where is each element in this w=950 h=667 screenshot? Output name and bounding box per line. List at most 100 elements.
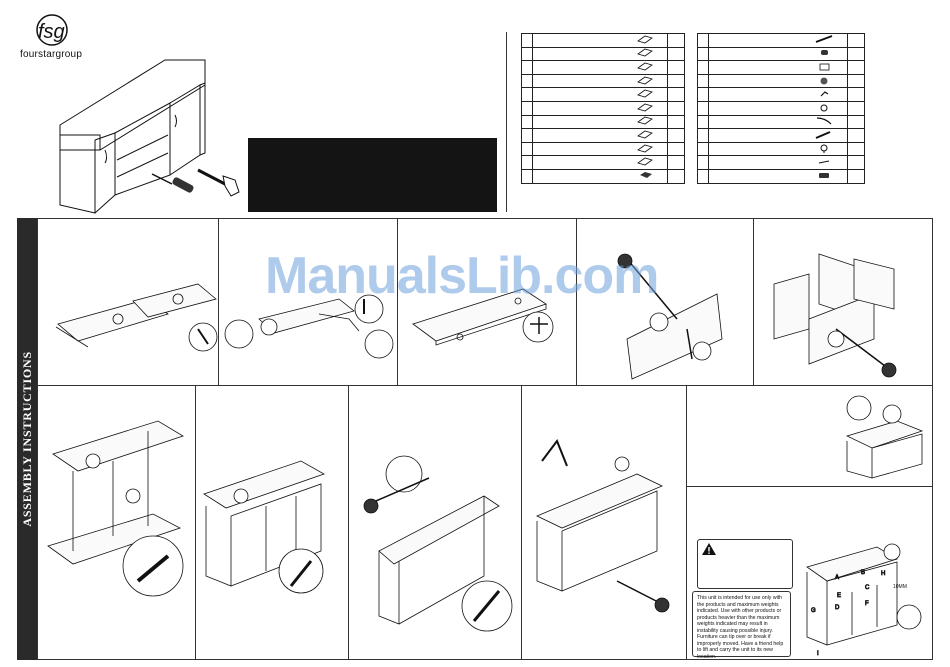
part-letter-cell — [697, 114, 709, 130]
part-letter-cell — [697, 73, 709, 89]
part-icon — [815, 63, 833, 73]
parts-row — [521, 33, 685, 48]
parts-row — [521, 128, 685, 143]
part-qty-cell — [667, 168, 685, 184]
part-name-cell — [532, 155, 668, 170]
part-qty-cell — [847, 168, 865, 184]
part-icon — [637, 130, 653, 141]
svg-text:fsg: fsg — [38, 21, 65, 43]
part-name-cell — [532, 60, 668, 75]
part-letter-cell — [521, 128, 533, 143]
part-icon — [637, 62, 653, 73]
part-letter-cell — [521, 60, 533, 75]
part-icon — [815, 34, 833, 46]
part-qty-cell — [667, 128, 685, 143]
part-qty-cell — [847, 114, 865, 130]
parts-row — [521, 87, 685, 102]
svg-text:D: D — [835, 605, 840, 611]
parts-row — [521, 141, 685, 157]
part-icon — [815, 104, 833, 114]
part-qty-cell — [667, 100, 685, 116]
part-letter-cell — [697, 128, 709, 143]
part-icon — [815, 172, 833, 182]
svg-text:H: H — [881, 571, 885, 577]
hammer-icon — [197, 168, 240, 197]
parts-row — [521, 73, 685, 89]
part-name-cell — [708, 114, 848, 130]
part-name-cell — [532, 73, 668, 89]
warning-triangle-icon — [702, 543, 716, 555]
parts-row — [697, 73, 865, 89]
part-icon — [637, 103, 653, 114]
parts-row — [697, 33, 865, 48]
side-title: ASSEMBLY INSTRUCTIONS — [19, 351, 34, 527]
part-qty-cell — [667, 46, 685, 62]
part-icon — [637, 144, 653, 155]
part-name-cell — [708, 155, 848, 170]
part-letter-cell — [521, 46, 533, 62]
part-name-cell — [708, 87, 848, 102]
parts-row — [521, 100, 685, 116]
part-icon — [815, 131, 833, 141]
part-letter-cell — [521, 100, 533, 116]
parts-row — [521, 60, 685, 75]
parts-row — [697, 46, 865, 62]
step-panel-5 — [753, 218, 933, 386]
part-letter-cell — [697, 168, 709, 184]
part-letter-cell — [521, 155, 533, 170]
svg-text:A: A — [835, 575, 839, 581]
svg-text:G: G — [811, 608, 816, 614]
fsg-logo-icon: fsg — [36, 14, 68, 46]
part-letter-cell — [521, 87, 533, 102]
part-icon — [637, 116, 653, 127]
part-letter-cell — [697, 46, 709, 62]
part-qty-cell — [667, 60, 685, 75]
parts-list-hardware — [697, 33, 865, 184]
part-icon — [637, 35, 653, 46]
parts-row — [697, 114, 865, 130]
part-letter-cell — [521, 73, 533, 89]
part-qty-cell — [667, 73, 685, 89]
part-name-cell — [532, 168, 668, 184]
part-letter-cell — [697, 141, 709, 157]
part-name-cell — [532, 33, 668, 48]
parts-row — [521, 114, 685, 130]
svg-text:C: C — [865, 585, 870, 591]
parts-row — [697, 60, 865, 75]
part-letter-cell — [697, 155, 709, 170]
parts-row — [697, 87, 865, 102]
part-letter-cell — [521, 33, 533, 48]
part-qty-cell — [847, 141, 865, 157]
parts-row — [697, 128, 865, 143]
part-letter-cell — [521, 141, 533, 157]
part-name-cell — [532, 87, 668, 102]
part-letter-cell — [697, 33, 709, 48]
part-name-cell — [532, 141, 668, 157]
watermark: ManualsLib.com — [265, 247, 659, 305]
part-icon — [815, 50, 833, 59]
part-name-cell — [708, 33, 848, 48]
part-name-cell — [708, 46, 848, 62]
part-letter-cell — [697, 100, 709, 116]
part-name-cell — [708, 100, 848, 116]
step-panel-7 — [195, 385, 349, 660]
part-qty-cell — [847, 60, 865, 75]
part-qty-cell — [847, 33, 865, 48]
part-icon — [637, 89, 653, 100]
part-letter-cell — [697, 87, 709, 102]
part-letter-cell — [521, 114, 533, 130]
svg-text:E: E — [837, 593, 841, 599]
parts-row — [697, 100, 865, 116]
part-icon — [815, 160, 833, 168]
part-qty-cell — [667, 141, 685, 157]
part-icon — [637, 157, 653, 168]
safety-notice: This unit is intended for use only with … — [692, 591, 791, 660]
part-qty-cell — [847, 73, 865, 89]
header-divider — [506, 32, 507, 212]
part-icon — [815, 77, 833, 87]
part-letter-cell — [697, 60, 709, 75]
part-name-cell — [708, 128, 848, 143]
part-qty-cell — [667, 33, 685, 48]
svg-text:F: F — [865, 601, 869, 607]
parts-row — [521, 46, 685, 62]
